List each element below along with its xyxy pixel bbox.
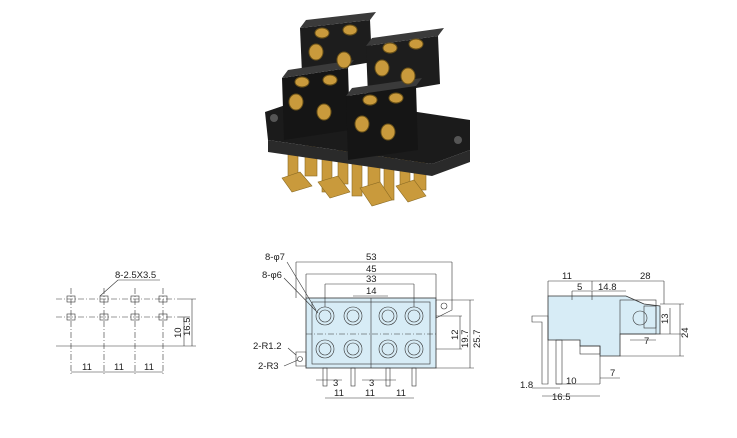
side-dim-1-8: 1.8 [520, 380, 533, 391]
dim-3b: 3 [369, 378, 374, 389]
product-photo [265, 12, 470, 207]
side-view: 11 28 5 14.8 13 24 7 7 1.8 10 16.5 [520, 271, 691, 403]
front-pins [322, 367, 417, 387]
row-dim: 10 [173, 327, 184, 338]
footprint-view: 8-2.5X3.5 11 11 11 10 16.5 [56, 270, 196, 374]
dim-19-7: 19.7 [460, 330, 471, 349]
pitch-dim-2: 11 [114, 362, 124, 373]
side-dim-13: 13 [660, 313, 671, 324]
dim-45: 45 [366, 264, 377, 275]
screw-holes [288, 24, 424, 141]
dim-12: 12 [450, 329, 461, 340]
dim-11b: 11 [365, 388, 375, 399]
r12-label: 2-R1.2 [253, 341, 282, 352]
hole-large-label: 8-φ7 [265, 252, 285, 263]
front-view: 8-φ7 8-φ6 2-R1.2 2-R3 53 45 33 14 25.7 1… [253, 252, 483, 399]
dim-3a: 3 [333, 378, 338, 389]
dim-11a: 11 [334, 388, 344, 399]
dim-25-7: 25.7 [472, 330, 483, 349]
side-dim-24: 24 [680, 327, 691, 338]
front-holes [315, 306, 424, 359]
total-dim: 16.5 [182, 318, 193, 337]
side-dim-7b: 7 [610, 368, 615, 379]
side-dim-5: 5 [577, 282, 582, 293]
r3-label: 2-R3 [258, 361, 279, 372]
pitch-dim-1: 11 [82, 362, 92, 373]
side-dim-11: 11 [562, 271, 572, 282]
side-dim-14-8: 14.8 [598, 282, 617, 293]
hole-small-label: 8-φ6 [262, 270, 282, 281]
dim-33: 33 [366, 274, 377, 285]
side-body [547, 295, 661, 357]
dim-11c: 11 [396, 388, 406, 399]
side-dim-10: 10 [566, 376, 577, 387]
pitch-dim-3: 11 [144, 362, 154, 373]
dim-14: 14 [366, 286, 377, 297]
side-dim-28: 28 [640, 271, 651, 282]
pad-label: 8-2.5X3.5 [115, 270, 156, 281]
side-dim-7a: 7 [644, 336, 649, 347]
footprint-centerlines [56, 288, 178, 374]
side-dim-16-5: 16.5 [552, 392, 571, 403]
footprint-pads [66, 295, 168, 321]
dim-53: 53 [366, 252, 377, 263]
